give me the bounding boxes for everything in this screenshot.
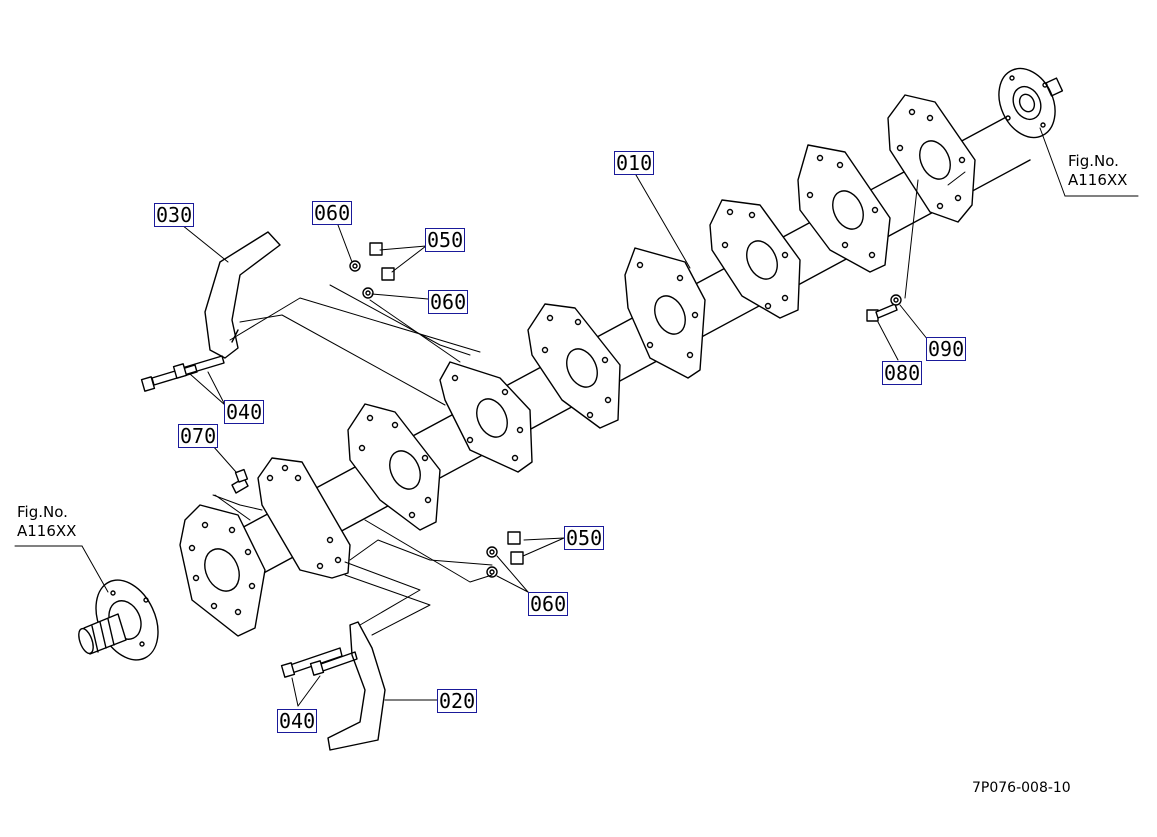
- right-bearing-flange: [998, 67, 1064, 139]
- callout-090[interactable]: 090: [926, 337, 967, 361]
- bolt-080: [866, 303, 898, 322]
- figure-ref-right[interactable]: Fig.No. A116XX: [1068, 152, 1127, 190]
- leader-lines: [14, 127, 1139, 707]
- figure-ref-left[interactable]: Fig.No. A116XX: [17, 503, 76, 541]
- figure-ref-right-line1: Fig.No.: [1068, 152, 1119, 170]
- flange-3: [347, 403, 441, 531]
- left-bearing-flange: [78, 579, 159, 661]
- callout-040-bottom[interactable]: 040: [277, 709, 318, 733]
- callout-030[interactable]: 030: [154, 203, 195, 227]
- callout-040-top[interactable]: 040: [224, 400, 265, 424]
- document-number: 7P076-008-10: [972, 780, 1071, 796]
- blade-020: [327, 621, 386, 751]
- callout-070[interactable]: 070: [178, 424, 219, 448]
- nuts-top: [349, 242, 395, 299]
- callout-060-bottom[interactable]: 060: [528, 592, 569, 616]
- nuts-bottom: [486, 531, 524, 578]
- callout-010[interactable]: 010: [614, 151, 655, 175]
- flange-6: [624, 247, 706, 379]
- bolt-040-top: [140, 355, 225, 392]
- washer-090: [890, 294, 902, 306]
- callout-020[interactable]: 020: [437, 689, 478, 713]
- figure-ref-left-line1: Fig.No.: [17, 503, 68, 521]
- flange-5: [527, 303, 621, 429]
- figure-ref-right-line2: A116XX: [1068, 171, 1128, 189]
- callout-080[interactable]: 080: [882, 361, 923, 385]
- callout-060-top-b[interactable]: 060: [428, 290, 469, 314]
- assembly-lines: [212, 171, 966, 636]
- callout-050-bottom[interactable]: 050: [564, 526, 605, 550]
- blade-030: [204, 231, 281, 359]
- figure-ref-left-line2: A116XX: [17, 522, 77, 540]
- callout-060-top-a[interactable]: 060: [312, 201, 353, 225]
- flange-1: [179, 504, 266, 637]
- flange-4: [439, 361, 533, 473]
- bolt-070: [231, 468, 249, 494]
- callout-050-top[interactable]: 050: [425, 228, 466, 252]
- flange-2: [257, 457, 351, 579]
- flange-8: [797, 144, 891, 273]
- bolt-040-bottom: [280, 647, 358, 678]
- rotor-shaft: [209, 114, 1031, 591]
- flange-7: [709, 199, 801, 319]
- flange-9: [887, 94, 976, 223]
